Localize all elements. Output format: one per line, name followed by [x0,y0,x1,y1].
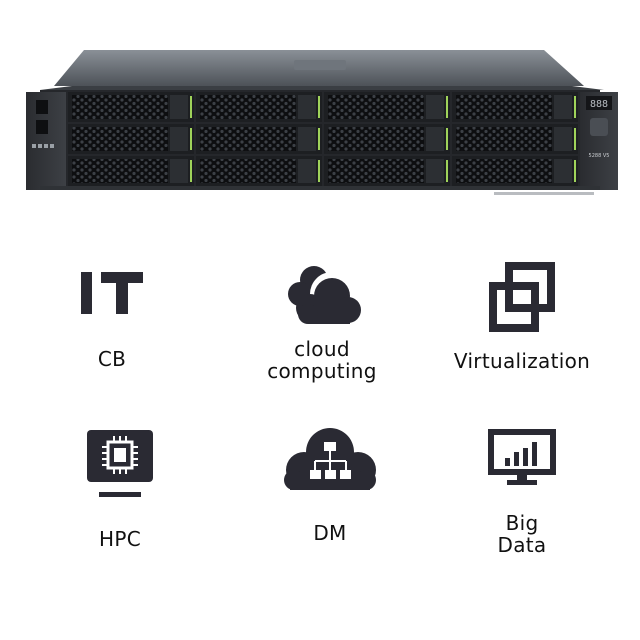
feature-label-cloud: cloud computing [232,338,412,382]
model-tag: 5288 V5 [589,153,610,159]
drive-bay [196,92,322,122]
chassis-top-edge [40,86,604,90]
drive-led [318,160,320,182]
drive-bay [196,156,322,186]
server-product-image: 888 5288 V5 [24,42,620,204]
drive-led [318,128,320,150]
drive-bay [324,92,450,122]
feature-label-virtualization: Virtualization [453,349,591,373]
front-leds [32,144,54,148]
status-display-readout: 888 [590,99,608,110]
drive-bay [452,156,578,186]
drive-led [574,96,576,118]
it-icon [81,272,143,314]
cloud-icon [288,266,361,324]
power-button [590,118,608,136]
usb-port-1 [36,100,48,114]
label-line: Big [505,511,539,535]
feature-label-dm: DM [313,521,347,545]
drive-led [190,128,192,150]
drive-bay [68,124,194,154]
server-chassis-svg: 888 5288 V5 [26,50,618,195]
drive-led [190,160,192,182]
drive-bay [452,92,578,122]
drive-bay [68,156,194,186]
label-line: cloud [294,337,350,361]
drive-bays [68,92,578,186]
label-line: computing [267,359,377,383]
bar-chart-monitor-icon [488,429,556,485]
drive-led [574,160,576,182]
drive-led [446,128,448,150]
label-line: Data [497,533,547,557]
lid-latch [294,60,346,70]
rail [494,192,594,195]
feature-grid: CB cloud computing Virtualization [0,232,640,612]
drive-led [318,96,320,118]
drive-bay [68,92,194,122]
drive-bay [324,124,450,154]
drive-bay [324,156,450,186]
drive-led [190,96,192,118]
feature-label-hpc: HPC [99,527,141,551]
drive-bay [452,124,578,154]
usb-port-2 [36,120,48,134]
drive-led [446,160,448,182]
bars [505,442,537,466]
cloud-network-icon [284,428,376,490]
feature-label-big-data: Big Data [432,512,612,556]
status-display [586,96,612,110]
chip-monitor-icon [87,430,153,497]
drive-led [446,96,448,118]
virtualization-icon [489,262,555,332]
feature-label-cb: CB [97,347,127,371]
drive-led [574,128,576,150]
drive-bay [196,124,322,154]
